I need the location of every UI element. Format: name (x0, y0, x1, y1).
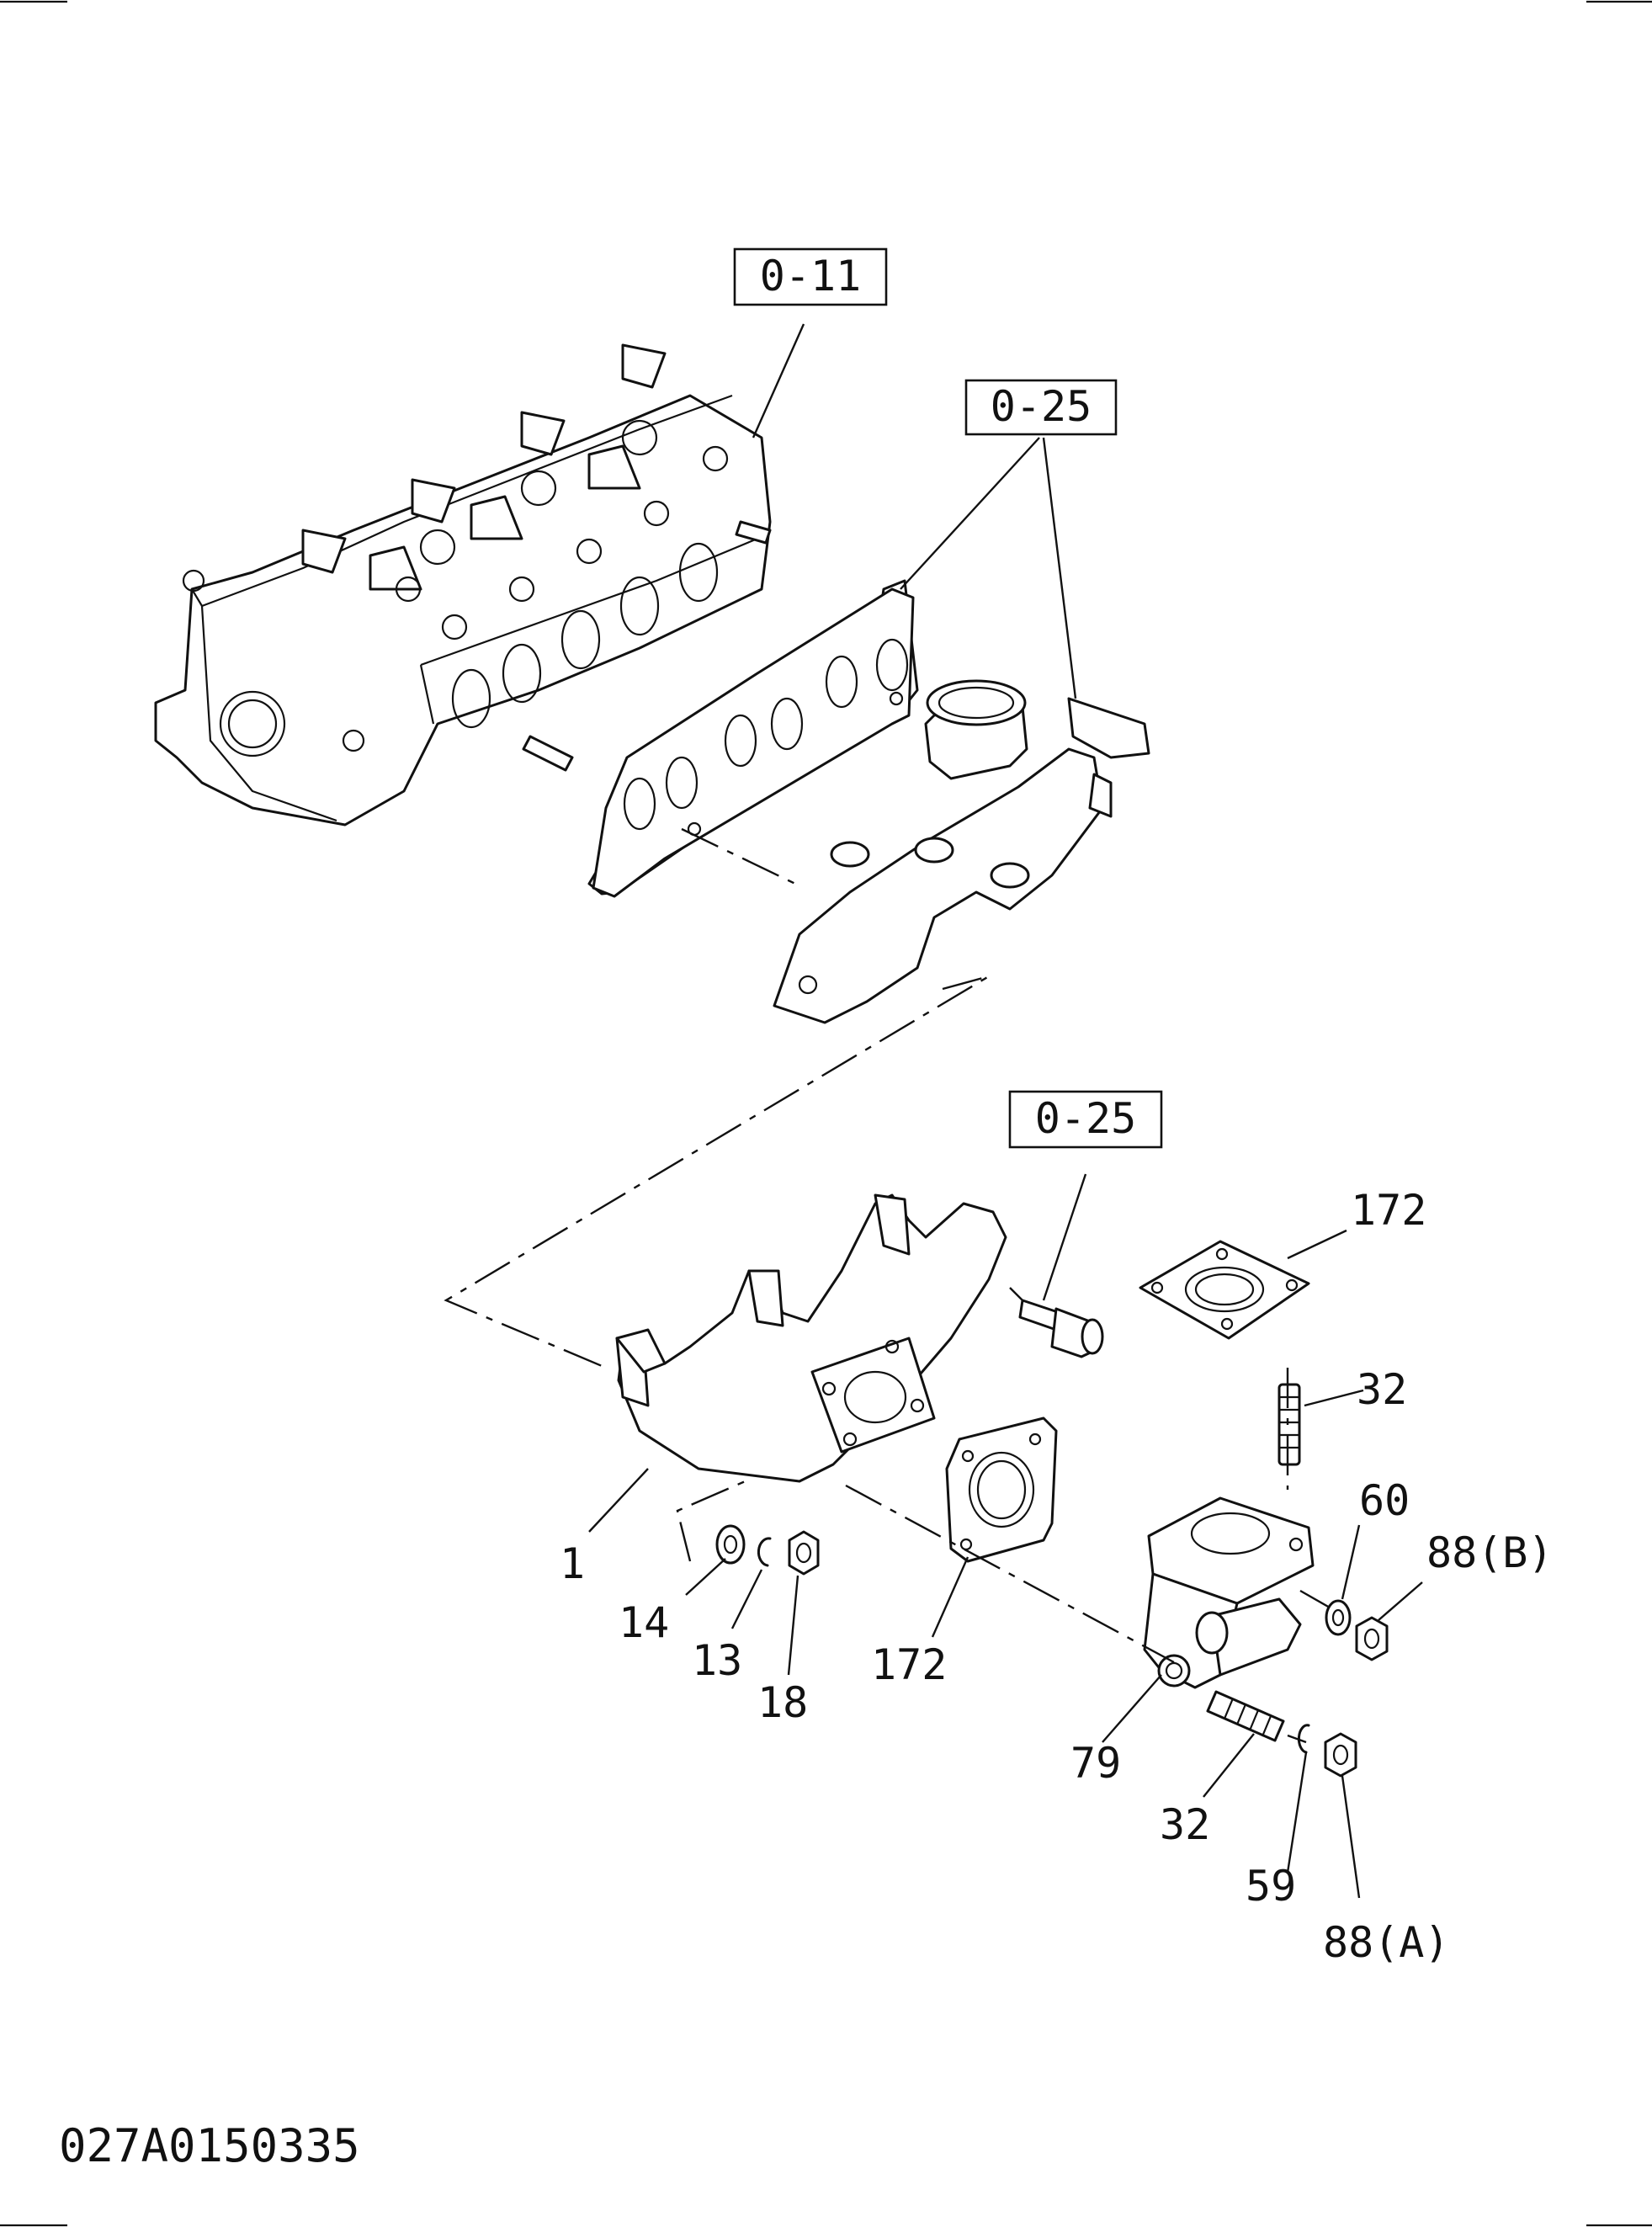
lock-washer-59 (1297, 1724, 1310, 1754)
callout-nut-b: 88(B) (1426, 1528, 1554, 1577)
bolt (1018, 1299, 1104, 1358)
centerlines (444, 827, 1331, 1744)
callout-washer-right: 60 (1359, 1476, 1410, 1525)
leader-lines (588, 323, 1423, 1899)
stud-horizontal (1206, 1690, 1285, 1742)
gasket-flange-top (1139, 1240, 1310, 1340)
callout-lock-washer-left: 13 (692, 1636, 742, 1685)
callout-washer: 14 (619, 1598, 669, 1647)
gasket-flange-lower (945, 1416, 1058, 1563)
exhaust-manifold-upper-view (773, 679, 1150, 1024)
callout-nut-a: 88(A) (1323, 1918, 1450, 1967)
callout-gasket-top: 172 (1351, 1186, 1426, 1235)
callout-gasket-lower: 172 (871, 1640, 947, 1689)
figure-code: 027A0150335 (59, 2119, 360, 2172)
reference-box-head: 0-11 (733, 247, 888, 306)
gasket-upper (587, 579, 919, 898)
washer-14 (715, 1524, 746, 1565)
callout-nut-left: 18 (757, 1678, 808, 1727)
lock-washer-13 (757, 1537, 772, 1567)
callout-lock-washer-right: 59 (1246, 1862, 1296, 1911)
exhaust-manifold (615, 1193, 1007, 1483)
reference-box-bolt: 0-25 (1008, 1090, 1163, 1149)
nut-18 (788, 1530, 820, 1576)
callout-stud-horizontal: 32 (1160, 1800, 1210, 1849)
nut-88a (1324, 1732, 1357, 1778)
callout-elbow: 79 (1070, 1739, 1121, 1788)
nut-88b (1355, 1616, 1389, 1661)
stud-vertical (1278, 1383, 1301, 1466)
reference-bolt-label: 0-25 (1035, 1094, 1136, 1143)
callout-stud-vertical: 32 (1357, 1365, 1407, 1414)
reference-box-gasket: 0-25 (964, 379, 1118, 436)
reference-gasket-label: 0-25 (991, 382, 1092, 431)
washer-60 (1325, 1599, 1352, 1636)
reference-head-label: 0-11 (760, 252, 861, 300)
callout-manifold: 1 (560, 1539, 585, 1588)
cylinder-head (154, 343, 772, 826)
callouts: 1 14 13 18 172 172 32 60 88(B) 79 32 59 … (560, 1186, 1554, 1967)
